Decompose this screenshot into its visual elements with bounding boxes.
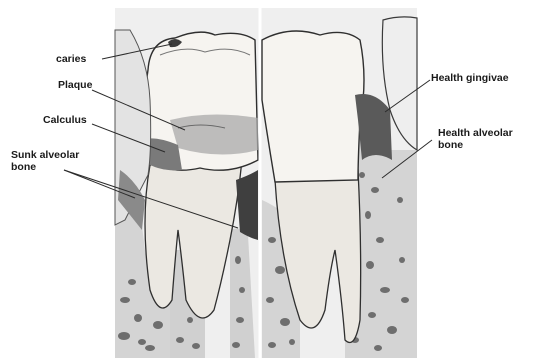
label-sunk-alveolar-bone: Sunk alveolar bone: [11, 149, 79, 173]
label-health-gingivae: Health gingivae: [431, 72, 509, 84]
label-calculus: Calculus: [43, 114, 87, 126]
plaque-deposit: [170, 114, 258, 154]
label-caries: caries: [56, 53, 86, 65]
label-health-alveolar-bone: Health alveolar bone: [438, 127, 513, 151]
label-plaque: Plaque: [58, 79, 92, 91]
right-tooth-crown: [262, 31, 364, 182]
